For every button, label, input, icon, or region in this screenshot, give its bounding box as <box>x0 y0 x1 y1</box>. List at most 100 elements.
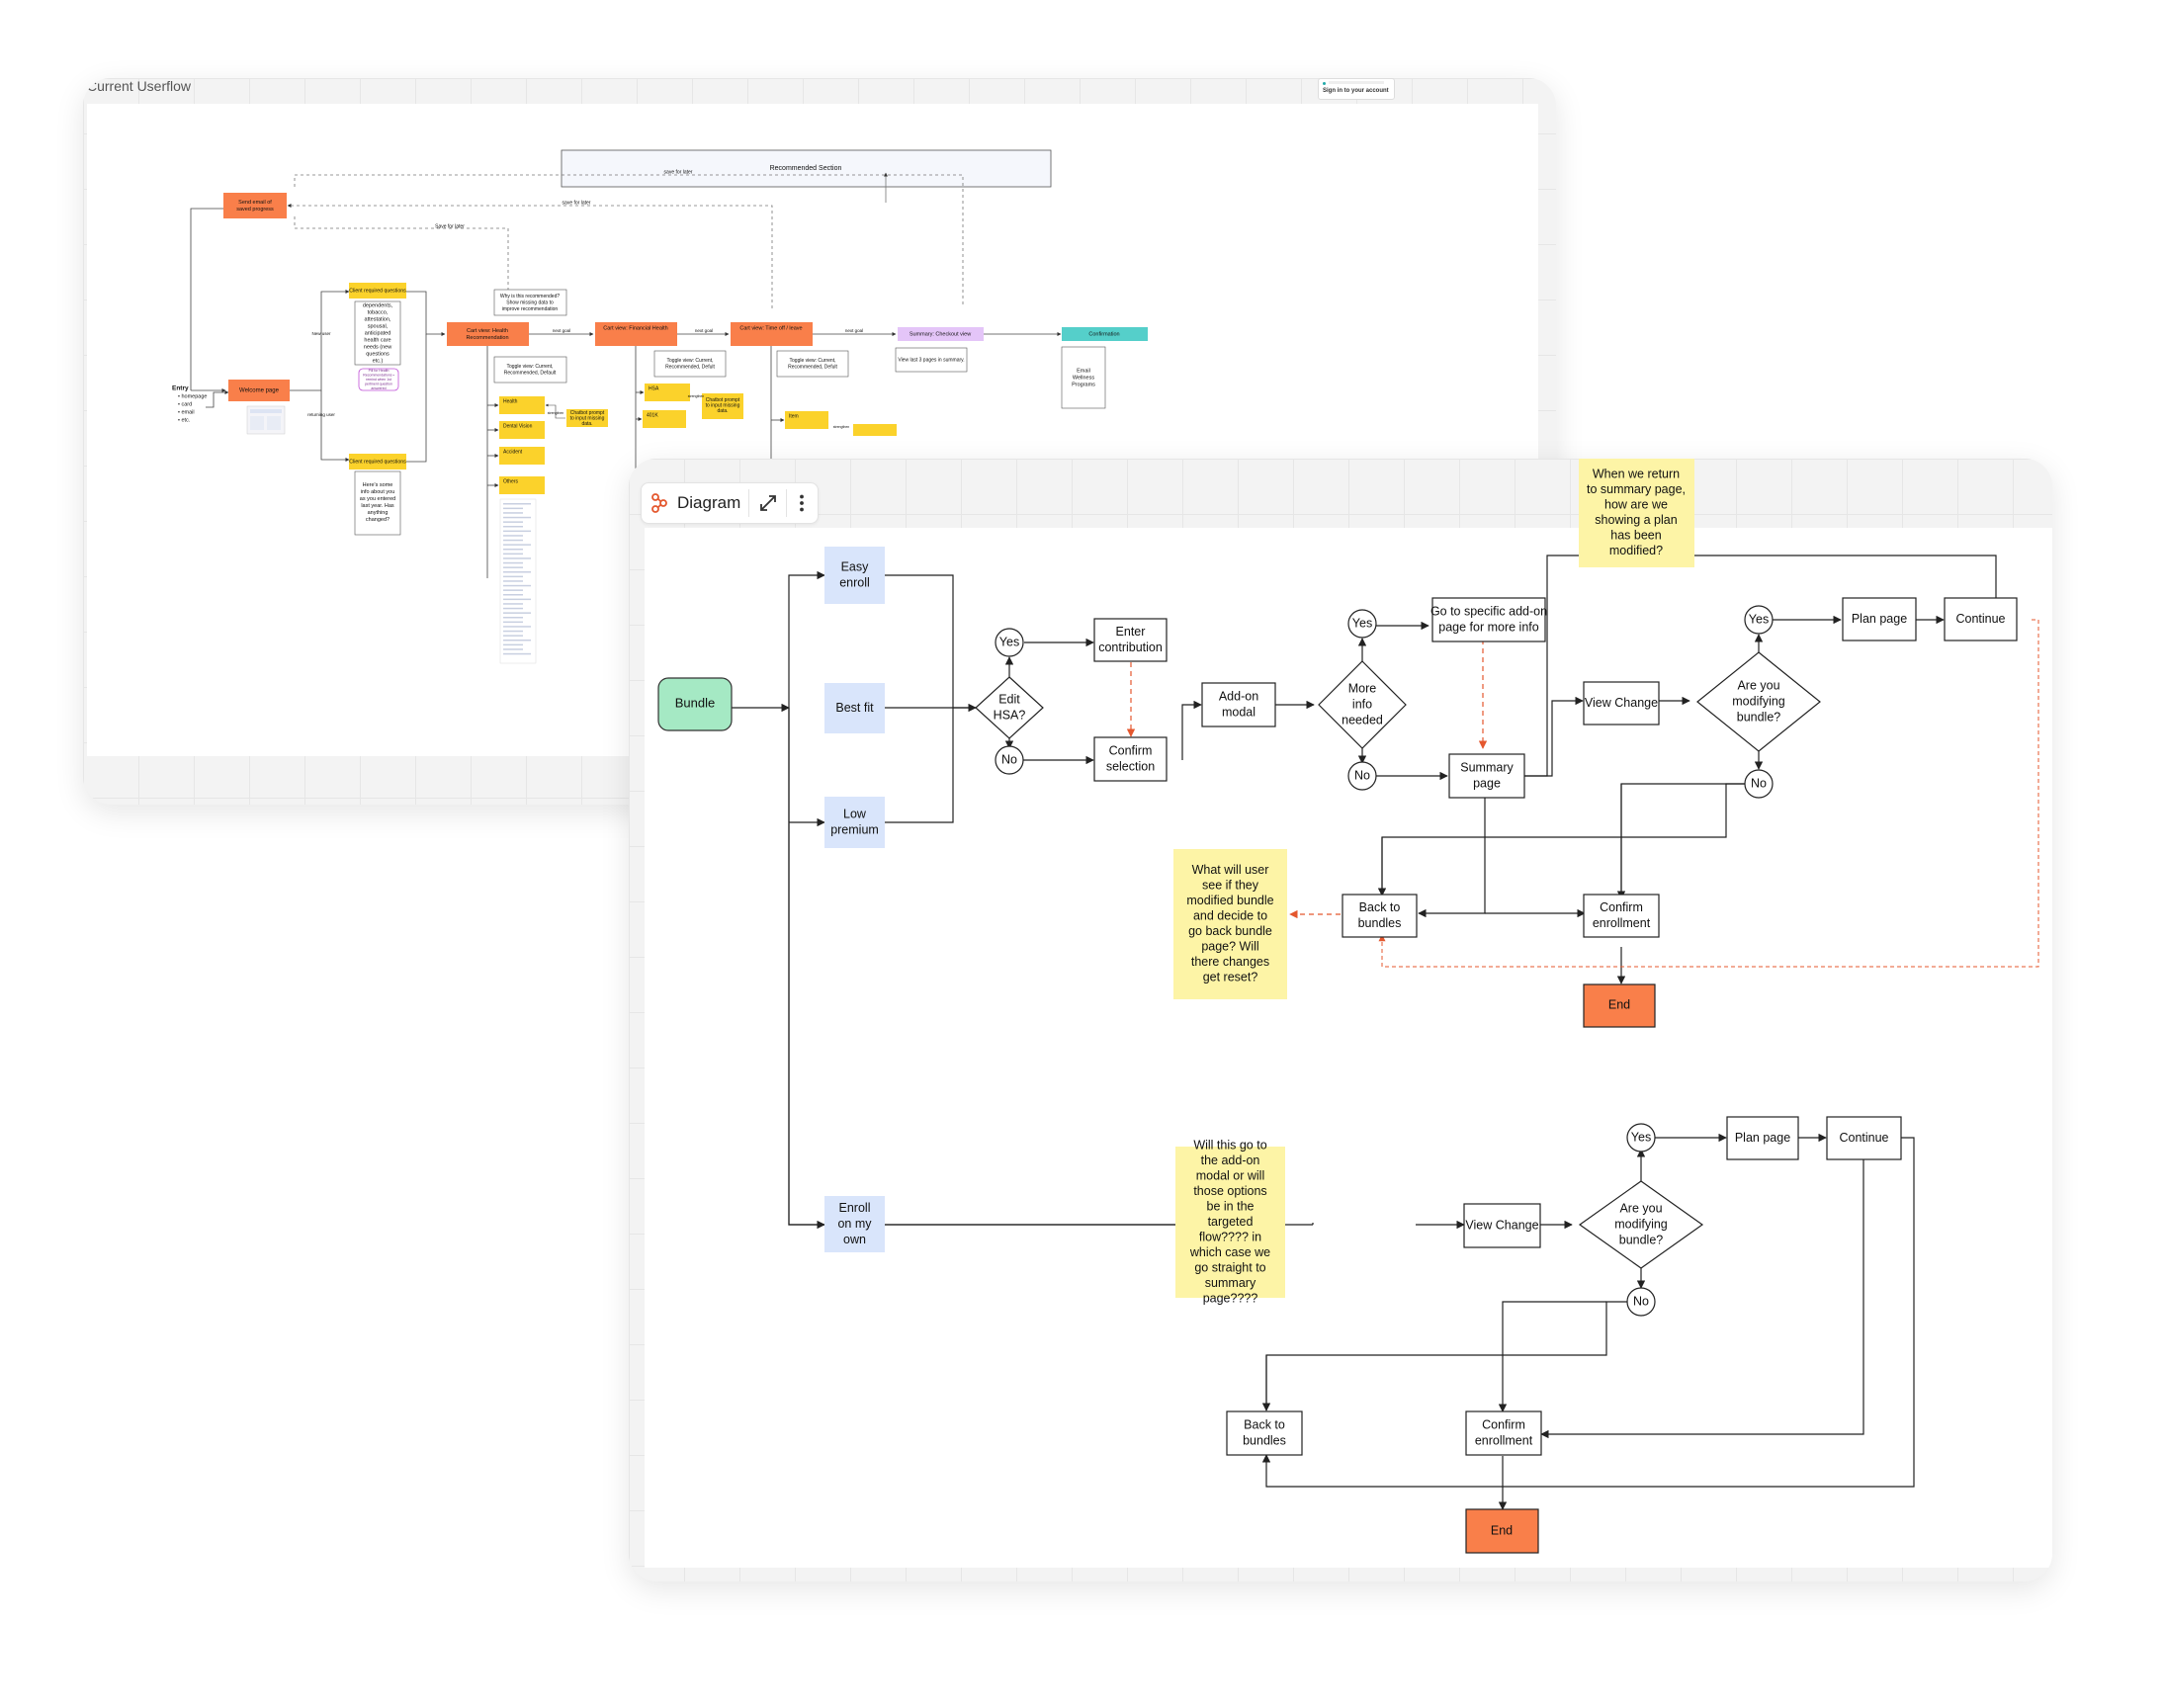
back-bundles-node-1[interactable] <box>1342 894 1418 938</box>
modifying-decision-2[interactable] <box>1578 1180 1704 1269</box>
coverage-item <box>499 447 545 465</box>
expand-icon[interactable] <box>756 491 780 515</box>
bundle-node[interactable] <box>657 677 733 731</box>
coverage-item-label: Others <box>503 478 519 484</box>
client-questions-label: Client required questions <box>349 288 406 294</box>
confirm-enroll-node-2[interactable] <box>1465 1410 1542 1456</box>
plan-page-node-1[interactable] <box>1842 597 1917 641</box>
no-circle-1[interactable] <box>995 745 1024 775</box>
connector <box>788 823 825 1230</box>
view-change-node-2[interactable] <box>1463 1203 1541 1248</box>
svg-text:Plan page: Plan page <box>1735 1131 1790 1145</box>
yes-circle-3[interactable] <box>1744 605 1774 635</box>
confirm-enroll-node-1[interactable] <box>1583 894 1660 938</box>
client-questions-top <box>349 283 406 299</box>
save-for-later-label: save for later <box>563 200 591 206</box>
continue-node-2[interactable] <box>1826 1116 1902 1160</box>
doc-line <box>503 507 523 510</box>
modifying-decision-1[interactable] <box>1696 651 1821 752</box>
svg-text:Recommendation: Recommendation <box>466 335 508 341</box>
no-circle-4[interactable] <box>1626 1287 1656 1317</box>
svg-text:Are you: Are you <box>1619 1201 1662 1215</box>
new-user-label: New user <box>311 331 331 336</box>
svg-text:Best fit: Best fit <box>835 701 874 715</box>
back-bundles-node-2[interactable] <box>1226 1410 1303 1456</box>
doc-line <box>503 530 531 533</box>
svg-text:More: More <box>1348 681 1377 695</box>
svg-text:Back to: Back to <box>1359 900 1401 914</box>
yes-circle-1[interactable] <box>995 628 1024 657</box>
svg-text:modal or will: modal or will <box>1196 1168 1264 1182</box>
svg-text:• email: • email <box>178 409 195 415</box>
easy-enroll-node[interactable] <box>824 547 885 604</box>
yes-circle-4[interactable] <box>1626 1123 1656 1153</box>
doc-line <box>503 621 523 624</box>
svg-text:Are you: Are you <box>1737 678 1779 692</box>
bundle-reset-note[interactable] <box>1173 849 1287 999</box>
svg-text:anything: anything <box>368 510 389 516</box>
no-circle-3[interactable] <box>1744 769 1774 799</box>
best-fit-node[interactable] <box>824 683 885 733</box>
svg-text:info: info <box>1352 697 1372 711</box>
more-info-decision[interactable] <box>1318 660 1407 749</box>
doc-line <box>503 549 523 551</box>
yes-circle-3-label: Yes <box>1749 612 1769 626</box>
svg-text:data.: data. <box>581 421 592 427</box>
edit-hsa-decision[interactable] <box>975 676 1044 739</box>
no-circle-2-label: No <box>1354 768 1370 782</box>
confirmation-label: Confirmation <box>1088 331 1119 337</box>
low-premium-node[interactable] <box>824 797 885 848</box>
addon-question-note[interactable] <box>1175 1147 1285 1298</box>
why-recommended-card <box>493 289 567 316</box>
enroll-own-node[interactable] <box>824 1196 885 1252</box>
enter-contribution-node[interactable] <box>1093 618 1168 662</box>
svg-text:Bundle: Bundle <box>675 695 715 710</box>
yes-circle-2[interactable] <box>1347 609 1377 639</box>
svg-text:Send email of: Send email of <box>238 200 272 206</box>
plan-modified-note[interactable] <box>1579 459 1694 567</box>
time-off-item <box>785 411 828 429</box>
end-node-1[interactable] <box>1583 983 1656 1028</box>
svg-text:as you entered: as you entered <box>360 496 395 502</box>
summary-page-node[interactable] <box>1448 753 1525 799</box>
svg-text:HSA: HSA <box>649 385 659 391</box>
svg-text:summary: summary <box>1205 1276 1256 1290</box>
connector <box>1378 619 2039 968</box>
svg-text:Low: Low <box>843 807 867 820</box>
strengthen-label: strengthen <box>688 394 705 398</box>
svg-text:Toggle view: Current,: Toggle view: Current, <box>667 358 714 364</box>
returning-user-label: returning user <box>307 412 335 417</box>
more-options-icon[interactable] <box>790 491 814 515</box>
cart-financial-node <box>595 322 677 346</box>
plan-page-node-2[interactable] <box>1726 1116 1799 1160</box>
no-circle-1-label: No <box>1001 752 1017 766</box>
end-node-2[interactable] <box>1465 1508 1539 1554</box>
svg-text:• card: • card <box>178 401 192 407</box>
no-circle-2[interactable] <box>1347 761 1377 791</box>
svg-text:Enter: Enter <box>1116 625 1146 639</box>
connector <box>294 214 509 308</box>
confirm-selection-node[interactable] <box>1093 736 1168 782</box>
svg-text:View Change: View Change <box>1585 696 1658 710</box>
doc-line <box>503 626 531 628</box>
svg-text:data.: data. <box>717 408 728 414</box>
svg-text:on my: on my <box>837 1217 872 1231</box>
doc-line <box>503 603 523 605</box>
addon-modal-node[interactable] <box>1201 682 1276 727</box>
specific-addon-node[interactable] <box>1431 597 1546 642</box>
why-recommended-text: Why is this recommended?Show missing dat… <box>500 294 561 312</box>
continue-node-1[interactable] <box>1944 597 2018 641</box>
svg-text:has been: has been <box>1610 529 1661 543</box>
client-questions-label: Client required questions <box>349 459 406 465</box>
doc-line <box>503 640 531 641</box>
svg-text:to input missing: to input missing <box>570 415 605 421</box>
bundle-label: Bundle <box>675 695 715 710</box>
svg-text:contribution: contribution <box>1098 640 1163 654</box>
view-change-node-1[interactable] <box>1583 681 1660 726</box>
